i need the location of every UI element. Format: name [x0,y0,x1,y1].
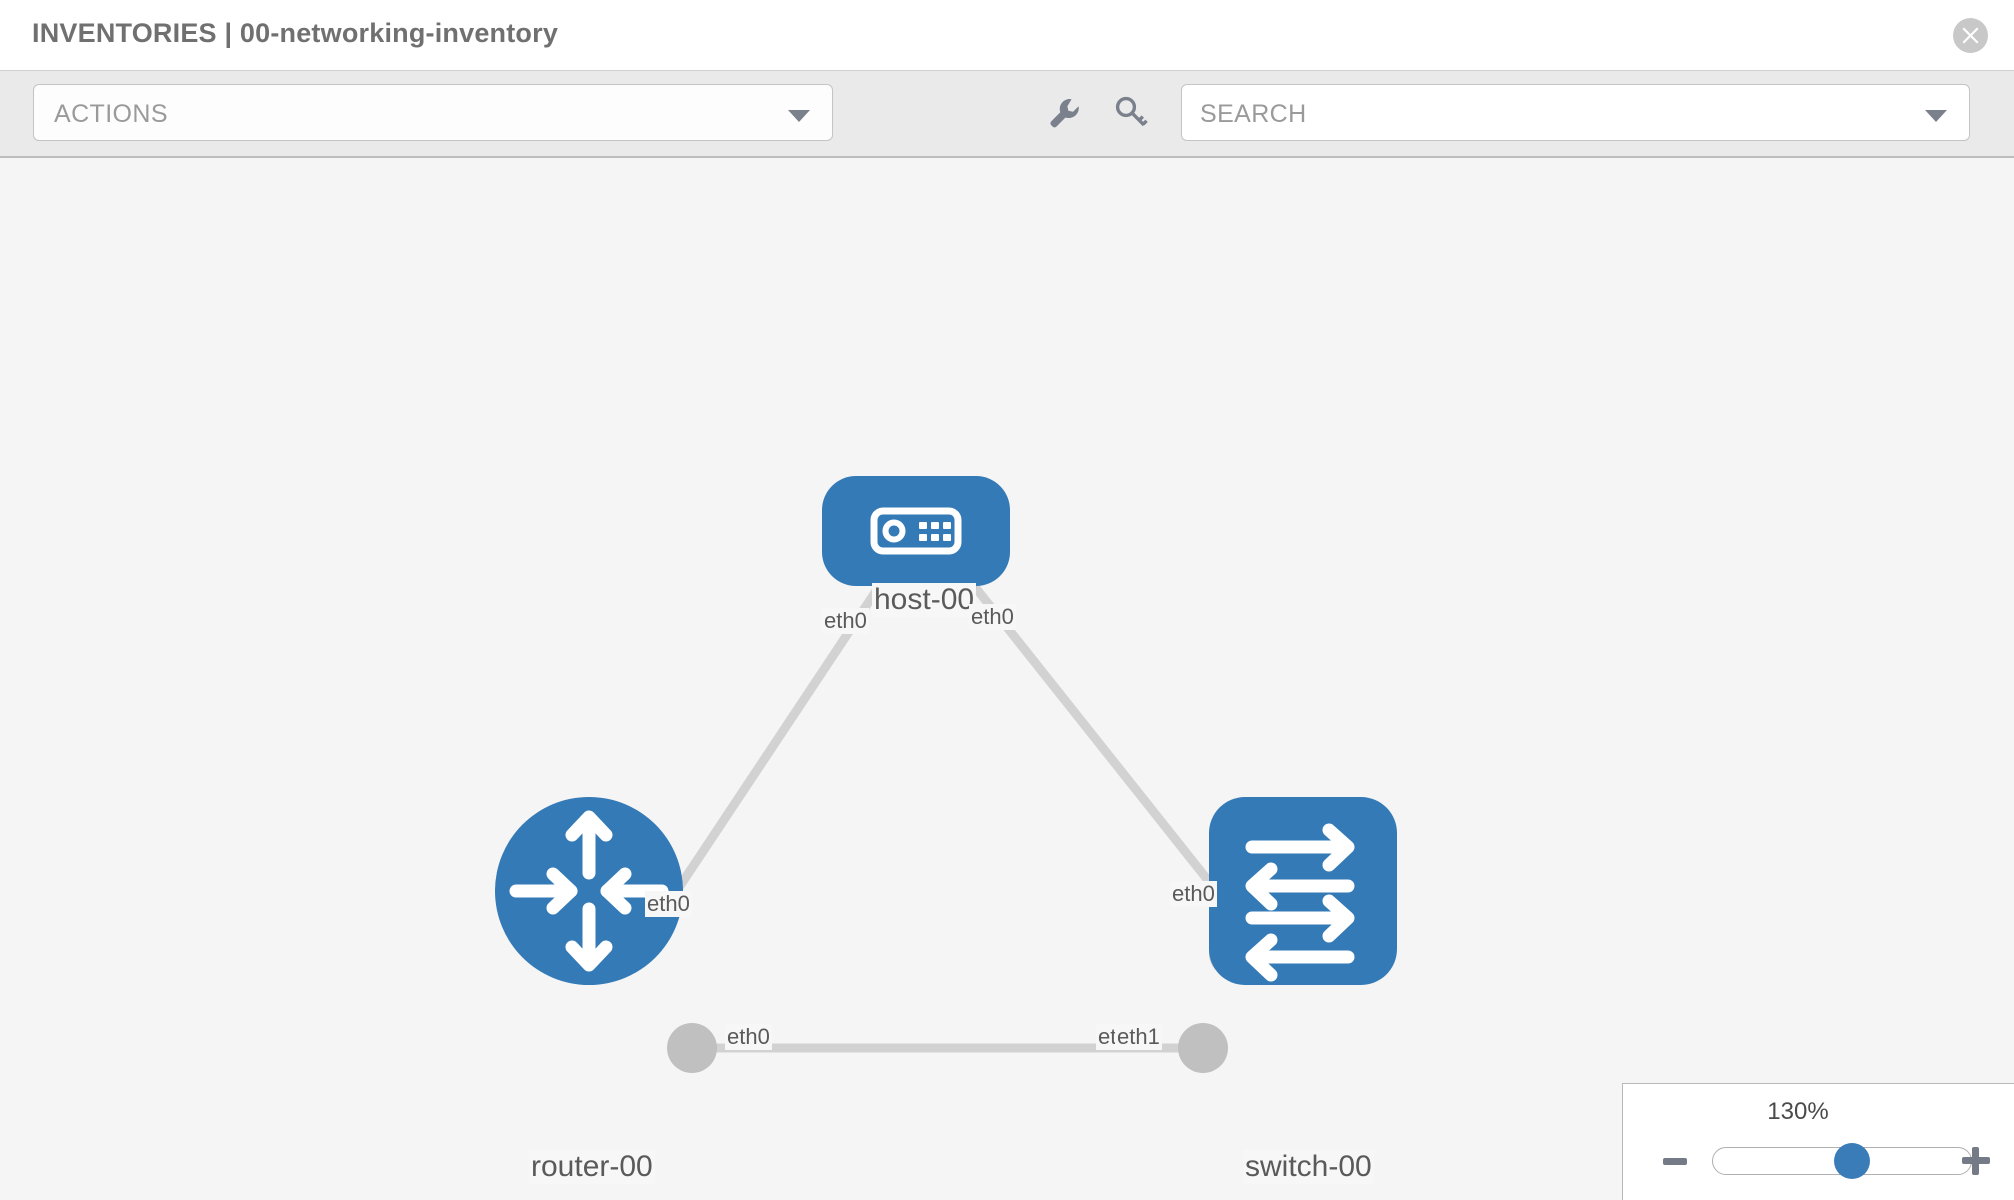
topology-canvas[interactable]: host-00 router-00 switch-00 eth0 eth0 et… [0,158,2014,1200]
zoom-out-button[interactable] [1663,1158,1687,1165]
actions-dropdown[interactable]: ACTIONS [33,84,833,141]
chevron-down-icon [788,110,810,122]
toolbar: ACTIONS SEARCH [0,70,2014,158]
zoom-level-value: 130% [1767,1098,1829,1125]
close-icon[interactable] [1953,18,1988,53]
router-arrows-icon [509,810,669,972]
node-label-switch: switch-00 [1243,1150,1374,1184]
search-input[interactable]: SEARCH [1181,84,1970,141]
node-label-host: host-00 [872,583,977,617]
endpoint-switch-west[interactable] [1178,1023,1228,1073]
link-endpoints [667,558,1259,1073]
actions-dropdown-label: ACTIONS [54,100,168,128]
iface-label-switch-north: eth0 [1170,881,1217,907]
page-title: INVENTORIES | 00-networking-inventory [32,18,559,48]
iface-label-host-right: eth0 [969,604,1016,630]
server-icon [870,507,962,555]
switch-arrows-icon [1245,823,1355,982]
node-host-00[interactable] [822,476,1010,586]
window-header: INVENTORIES | 00-networking-inventory [0,0,2014,70]
endpoint-router-east[interactable] [667,1023,717,1073]
topology-graph [495,476,1397,1073]
node-router-00[interactable] [495,797,683,985]
wrench-icon[interactable] [1046,95,1082,131]
iface-label-switch-west-eth1: eth1 [1115,1024,1162,1050]
node-label-router: router-00 [529,1150,655,1184]
zoom-slider-thumb[interactable] [1834,1143,1870,1179]
node-switch-00[interactable] [1209,797,1397,985]
search-placeholder: SEARCH [1200,100,1307,128]
topology-links [668,555,1226,1053]
key-icon[interactable] [1113,95,1149,131]
search-chevron-down-icon[interactable] [1925,110,1947,122]
zoom-control-panel: 130% [1622,1083,2014,1200]
zoom-in-button[interactable] [1961,1146,1991,1176]
iface-label-host-left: eth0 [822,608,869,634]
iface-label-router-north: eth0 [645,891,692,917]
iface-label-router-east: eth0 [725,1024,772,1050]
